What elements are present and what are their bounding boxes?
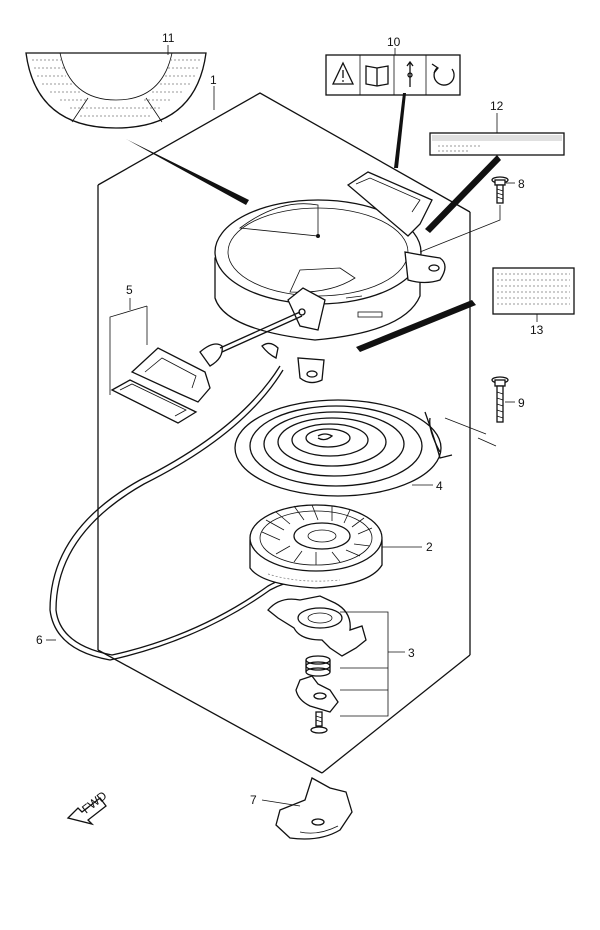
callout-1: 1 [210,73,217,87]
warning-triangle-icon [331,61,355,85]
starter-handle-part [109,305,223,424]
ratchet-pawl-part [267,595,389,734]
callout-7: 7 [250,793,257,807]
callout-4: 4 [436,479,443,493]
callout-2: 2 [426,540,433,554]
callout-6: 6 [36,633,43,647]
decal-semicircle-part [25,52,207,129]
starter-housing-part [126,93,501,384]
label-13-part [492,267,575,315]
recoil-spring-part [234,399,497,497]
assembly-outline [97,92,471,774]
callout-10: 10 [387,35,401,49]
small-screw-part [310,711,328,734]
callout-9: 9 [518,396,525,410]
callout-11: 11 [162,31,175,45]
callout-labels: 11 10 12 1 8 13 5 9 4 2 3 6 7 [36,31,544,807]
warning-label-part [325,54,461,96]
leader-lines [46,45,538,807]
callout-13: 13 [530,323,544,337]
ratchet-spring-part [305,655,331,677]
label-12-part [429,132,565,156]
callout-5: 5 [126,283,133,297]
ratchet-plate-part [275,777,353,840]
bolt-short-part [491,176,509,204]
forward-direction-arrow: FWD [66,788,110,826]
callout-3: 3 [408,646,415,660]
callout-12: 12 [490,99,504,113]
pull-direction-icon [406,60,414,87]
rope-reel-part [249,504,383,589]
manual-book-icon [365,65,389,87]
bolt-long-part [491,376,509,423]
rotation-icon [431,63,455,86]
callout-8: 8 [518,177,525,191]
starter-rope-part [49,311,303,661]
